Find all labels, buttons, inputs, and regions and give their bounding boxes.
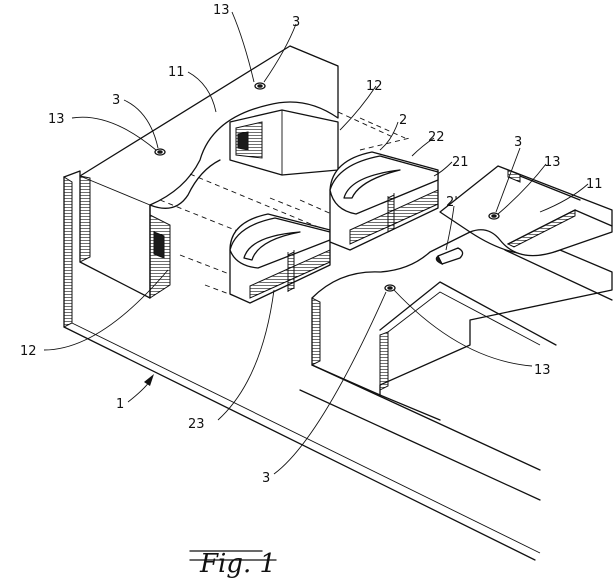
lower-right-block xyxy=(299,231,613,501)
label-13-left: 13 xyxy=(48,112,65,127)
label-3-left: 3 xyxy=(112,93,120,108)
label-11-left: 11 xyxy=(168,65,185,80)
label-3-top: 3 xyxy=(292,15,300,30)
label-12-top: 12 xyxy=(366,79,383,94)
label-12-left: 12 xyxy=(20,344,37,359)
label-2-prime: 2' xyxy=(446,195,458,210)
bearing-shoe-23 xyxy=(229,213,331,304)
reference-numerals: 13 3 11 3 13 12 2 22 21 2' 3 13 11 12 1 … xyxy=(20,3,603,486)
leader-lines xyxy=(43,11,589,475)
label-13-right: 13 xyxy=(544,155,561,170)
caption-text: Fig. 1 xyxy=(199,549,276,579)
figure-caption: Fig. 1 xyxy=(189,549,277,579)
label-3-right: 3 xyxy=(514,135,522,150)
label-1: 1 xyxy=(116,397,124,412)
label-13-lower: 13 xyxy=(534,363,551,378)
label-3-lower: 3 xyxy=(262,471,270,486)
far-right-block xyxy=(439,165,613,301)
bearing-shoe-22 xyxy=(329,151,439,251)
label-23: 23 xyxy=(188,417,205,432)
upper-left-block xyxy=(79,45,339,299)
label-21: 21 xyxy=(452,155,469,170)
label-13-top: 13 xyxy=(213,3,230,18)
label-22: 22 xyxy=(428,130,445,145)
label-11-right: 11 xyxy=(586,177,603,192)
base-plate xyxy=(63,170,541,561)
label-2: 2 xyxy=(399,113,407,128)
